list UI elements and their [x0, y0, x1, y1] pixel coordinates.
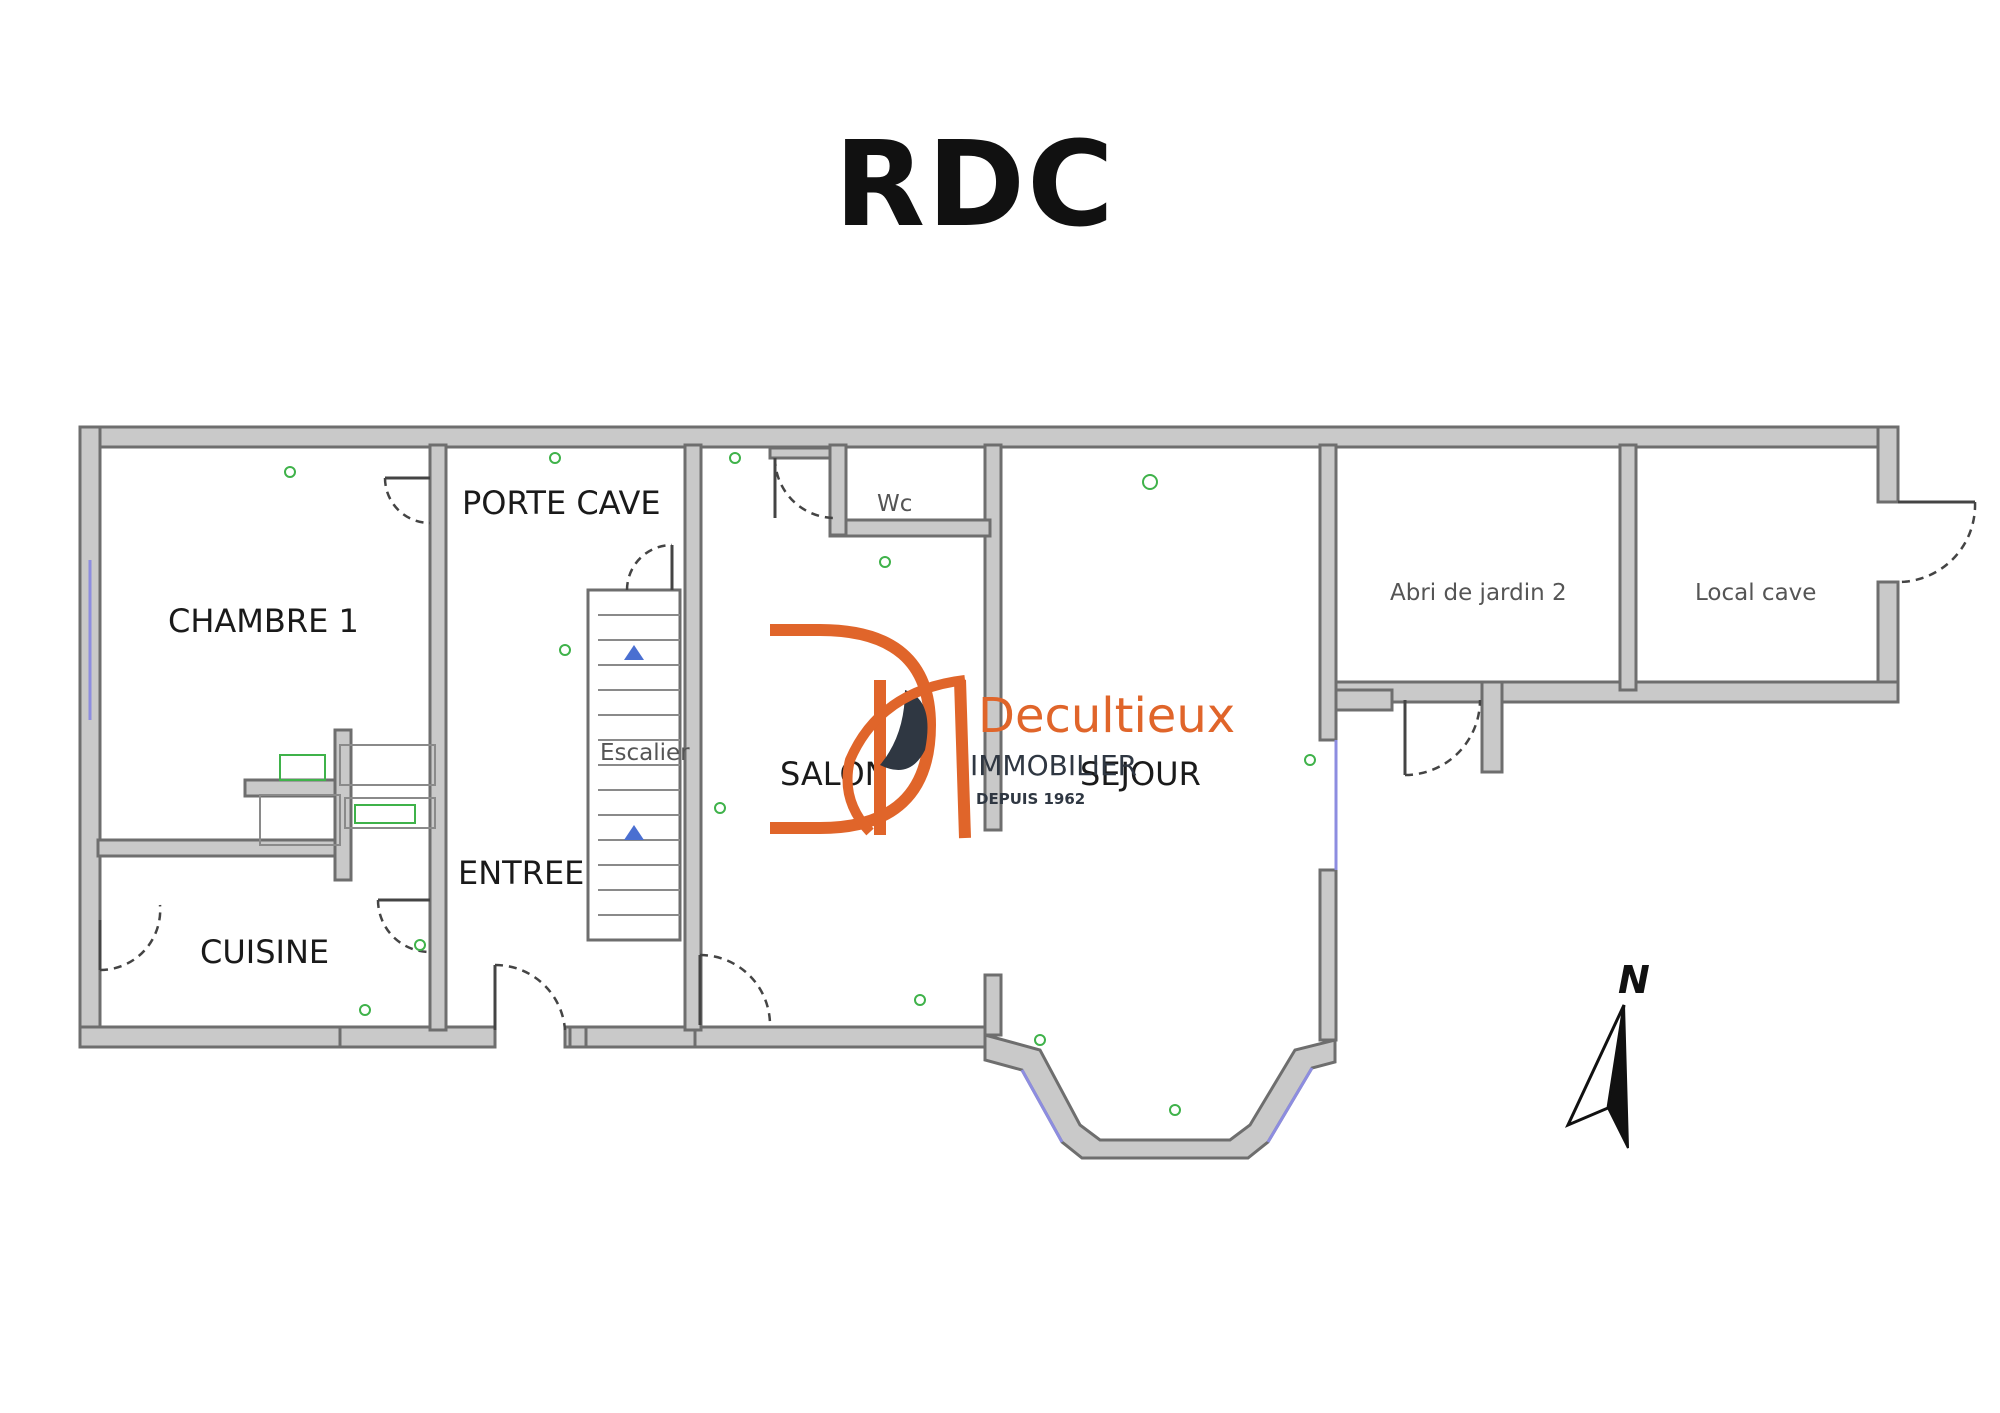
stair-treads: [598, 614, 680, 916]
label-abri-jardin: Abri de jardin 2: [1390, 580, 1567, 606]
wall-wc-side: [828, 443, 848, 537]
electrical-markers: [284, 452, 1316, 1116]
logo-subtitle: IMMOBILIER: [970, 749, 1137, 782]
logo-d2-curve: [842, 675, 966, 836]
stair-arrow-icon: [624, 825, 644, 840]
stair-arrow-up-icon: [624, 645, 644, 660]
label-local-cave: Local cave: [1695, 580, 1816, 606]
door-cuisine-west[interactable]: [98, 904, 162, 972]
entree-jamb: [568, 1025, 588, 1049]
decultieux-logo: Decultieux IMMOBILIER DEPUIS 1962: [770, 624, 1235, 839]
south-wall-cuisine: [78, 1025, 352, 1049]
plan-title: RDC: [834, 115, 1116, 253]
wall-salon-sejour: [983, 443, 1003, 832]
wall-sejour-annex: [1318, 443, 1338, 742]
door-annex[interactable]: [1403, 699, 1482, 777]
wall-salon-sejour-low: [983, 973, 1003, 1037]
wall-closet-v: [333, 728, 353, 882]
wall-escalier-salon: [683, 443, 703, 1032]
south-wall-salon: [693, 1025, 987, 1049]
door-local-cave-east[interactable]: [1897, 500, 1977, 584]
closet-block: [259, 744, 436, 846]
logo-d-shape: [770, 624, 937, 834]
label-salon: SALON: [780, 755, 889, 793]
door-entree-front[interactable]: [493, 963, 567, 1031]
label-sejour: SEJOUR: [1080, 755, 1201, 793]
annex-south-wall: [1330, 680, 1900, 704]
wall-sejour-east-low: [1318, 868, 1338, 1042]
logo-tagline: DEPUIS 1962: [976, 790, 1085, 808]
door-porte-cave[interactable]: [625, 543, 674, 591]
bay-glass-left: [1020, 1069, 1064, 1143]
wall-chambre-cuisine: [96, 838, 340, 858]
annex-door-wall: [1480, 680, 1504, 774]
wall-abri-local: [1618, 443, 1638, 692]
north-label: N: [1618, 958, 1650, 1002]
label-chambre1: CHAMBRE 1: [168, 602, 359, 640]
door-chambre[interactable]: [383, 476, 431, 525]
logo-dark-mark: [880, 690, 928, 770]
wall-chambre-entree: [428, 443, 448, 1032]
bay-glass-right: [1266, 1067, 1314, 1143]
label-porte-cave: PORTE CAVE: [462, 484, 661, 522]
label-escalier: Escalier: [600, 740, 690, 766]
annex-door-jamb: [1330, 688, 1394, 712]
wall-wc-top: [768, 446, 832, 460]
south-wall-1: [338, 1025, 497, 1049]
logo-d2-stem: [954, 679, 971, 839]
logo-name: Decultieux: [978, 688, 1235, 744]
label-wc: Wc: [877, 491, 912, 517]
door-salon-south[interactable]: [698, 953, 772, 1026]
door-wc[interactable]: [773, 457, 836, 520]
door-cuisine-entree[interactable]: [376, 898, 431, 954]
wall-closet-h: [243, 778, 342, 798]
north-arrow-icon: N: [1564, 958, 1650, 1149]
label-cuisine: CUISINE: [200, 933, 329, 971]
west-wall: [78, 425, 102, 1049]
label-entree: ENTREE: [458, 854, 584, 892]
wall-wc-bottom: [828, 518, 992, 538]
east-wall-top: [1876, 425, 1900, 504]
